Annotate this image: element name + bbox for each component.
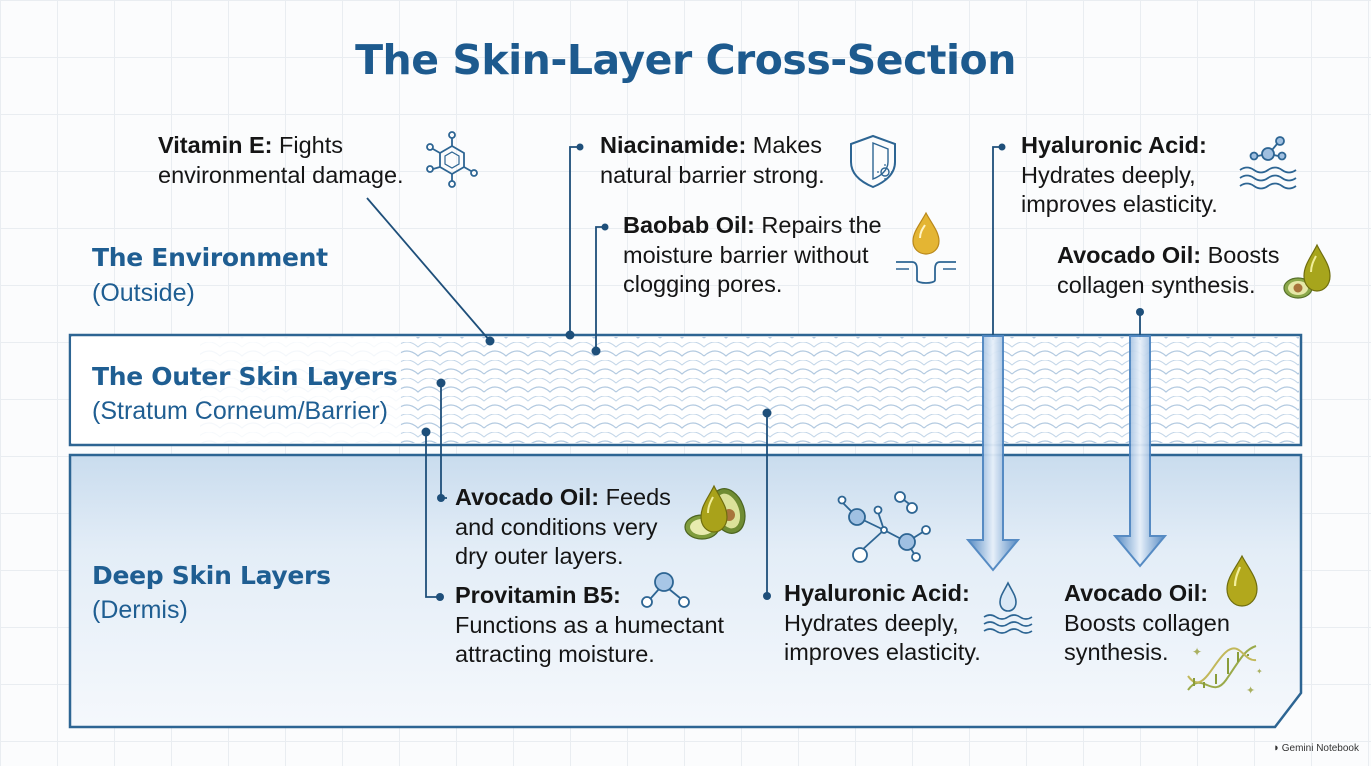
avocado-mid-callout: Avocado Oil: Feeds and conditions very d… <box>455 483 671 572</box>
callout-text: Feeds <box>599 484 671 510</box>
callout-text: environmental damage. <box>158 161 404 188</box>
callout-text: Fights <box>272 132 344 158</box>
deep-zone-title: Deep Skin Layers <box>92 561 331 590</box>
callout-text: attracting moisture. <box>455 641 655 667</box>
molecule-water-icon <box>1239 136 1297 190</box>
baobab-connector <box>595 226 605 351</box>
callout-text: Hydrates deeply, <box>1021 161 1196 188</box>
molecular-network-icon <box>837 491 931 563</box>
page-title: The Skin-Layer Cross-Section <box>355 36 1016 84</box>
ha-top-connector <box>992 146 1002 340</box>
outer-zone-title: The Outer Skin Layers <box>92 362 398 391</box>
callout-text: moisture barrier without <box>623 241 869 268</box>
oil-drop-icon <box>896 211 956 284</box>
callout-text: collagen synthesis. <box>1057 271 1256 298</box>
svg-text:✦: ✦ <box>1192 645 1202 659</box>
hyaluronic-deep-callout: Hyaluronic Acid: Hydrates deeply, improv… <box>784 579 981 668</box>
callout-text: Makes <box>746 132 823 158</box>
niacinamide-connector <box>569 146 580 335</box>
callout-text: Boosts collagen <box>1064 609 1230 636</box>
callout-text: improves elasticity. <box>1021 191 1218 217</box>
svg-text:✦: ✦ <box>1246 684 1255 697</box>
callout-name: Avocado Oil: <box>1064 580 1209 606</box>
avocado-drop-icon <box>1283 243 1331 299</box>
gemini-logo-icon: ◗ <box>1273 742 1280 754</box>
environment-zone-title: The Environment <box>92 243 328 272</box>
callout-name: Avocado Oil: <box>455 484 600 510</box>
avocado-deep-callout: Avocado Oil: Boosts collagen synthesis. <box>1064 579 1230 668</box>
environment-zone-subtitle: (Outside) <box>92 279 195 307</box>
outer-zone-subtitle: (Stratum Corneum/Barrier) <box>92 397 388 425</box>
callout-name: Niacinamide: <box>600 132 747 158</box>
provitamin-callout: Provitamin B5: Functions as a humectant … <box>455 581 724 670</box>
avocado-penetration-arrow <box>1112 335 1168 568</box>
callout-name: Hyaluronic Acid: <box>784 580 970 606</box>
svg-text:✦: ✦ <box>1256 667 1263 676</box>
provitamin-connector <box>425 432 440 598</box>
shield-icon <box>850 134 896 189</box>
callout-text: Repairs the <box>754 212 882 238</box>
callout-text: Functions as a humectant <box>455 611 725 638</box>
avocado-icon <box>684 484 746 540</box>
callout-name: Avocado Oil: <box>1057 242 1202 268</box>
callout-text: synthesis. <box>1064 639 1169 665</box>
vitamin-e-connector <box>366 197 491 342</box>
callout-name: Vitamin E: <box>158 132 273 158</box>
hyaluronic-penetration-arrow <box>965 335 1021 572</box>
callout-text: and conditions very <box>455 513 658 540</box>
watermark-text: Gemini Notebook <box>1281 743 1359 754</box>
callout-text: Boosts <box>1201 242 1280 268</box>
callout-name: Hyaluronic Acid: <box>1021 132 1207 158</box>
water-drop-icon <box>983 581 1033 634</box>
callout-text: clogging pores. <box>623 271 783 297</box>
niacinamide-callout: Niacinamide: Makes natural barrier stron… <box>600 131 825 190</box>
vitamin-e-callout: Vitamin E: Fights environmental damage. <box>158 131 404 190</box>
watermark: ◗Gemini Notebook <box>1273 742 1359 754</box>
callout-name: Baobab Oil: <box>623 212 755 238</box>
deep-zone-subtitle: (Dermis) <box>92 596 188 624</box>
molecule-icon <box>641 572 690 608</box>
baobab-callout: Baobab Oil: Repairs the moisture barrier… <box>623 211 882 300</box>
molecule-ring-icon <box>426 131 478 188</box>
oil-drop-icon <box>1226 554 1258 607</box>
callout-name: Provitamin B5: <box>455 582 621 608</box>
callout-text: Hydrates deeply, <box>784 609 959 636</box>
dna-icon: ✦ ✦ ✦ <box>1187 645 1263 697</box>
avocado-top-callout: Avocado Oil: Boosts collagen synthesis. <box>1057 241 1279 300</box>
hyaluronic-top-callout: Hyaluronic Acid: Hydrates deeply, improv… <box>1021 131 1218 220</box>
callout-text: dry outer layers. <box>455 543 624 569</box>
callout-text: natural barrier strong. <box>600 161 825 188</box>
callout-text: improves elasticity. <box>784 639 981 665</box>
